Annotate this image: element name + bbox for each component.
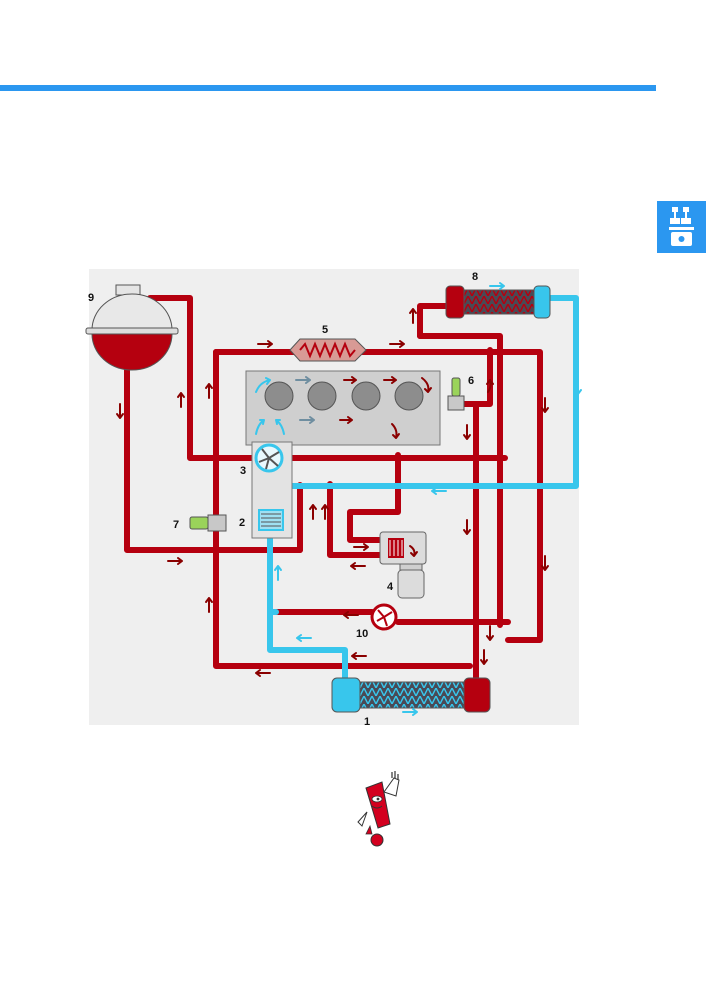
circulation-pump — [370, 603, 398, 631]
label-thermostat: 2 — [239, 517, 245, 529]
label-temp-sender-outlet: 6 — [468, 375, 474, 387]
temp-sender-engine-outlet — [447, 377, 465, 411]
label-circulation-pump: 10 — [356, 628, 368, 640]
expansion-tank — [85, 284, 179, 371]
attention-exclamation-icon — [357, 771, 400, 847]
header-rule — [0, 85, 656, 91]
egr-cooler — [289, 338, 367, 362]
section-tab[interactable] — [657, 201, 706, 253]
flow-arrows — [116, 282, 582, 716]
engine-block — [245, 370, 441, 446]
label-egr-cooler: 5 — [322, 324, 328, 336]
hot-coolant-lines — [124, 295, 543, 683]
label-heat-exchanger: 4 — [387, 581, 394, 593]
engine-piston-icon — [669, 207, 694, 246]
label-radiator: 1 — [364, 716, 370, 728]
label-gearbox-oil-cooler: 8 — [472, 271, 478, 283]
pump-thermostat-housing — [251, 441, 293, 539]
radiator — [331, 677, 491, 713]
component-labels: 1 2 3 4 5 6 7 8 9 10 — [88, 271, 478, 728]
label-expansion-tank: 9 — [88, 292, 94, 304]
gearbox-oil-cooler — [445, 285, 551, 319]
temp-sender-radiator-outlet — [189, 514, 227, 532]
label-temp-sender-radiator: 7 — [173, 519, 179, 531]
label-coolant-pump: 3 — [240, 465, 246, 477]
